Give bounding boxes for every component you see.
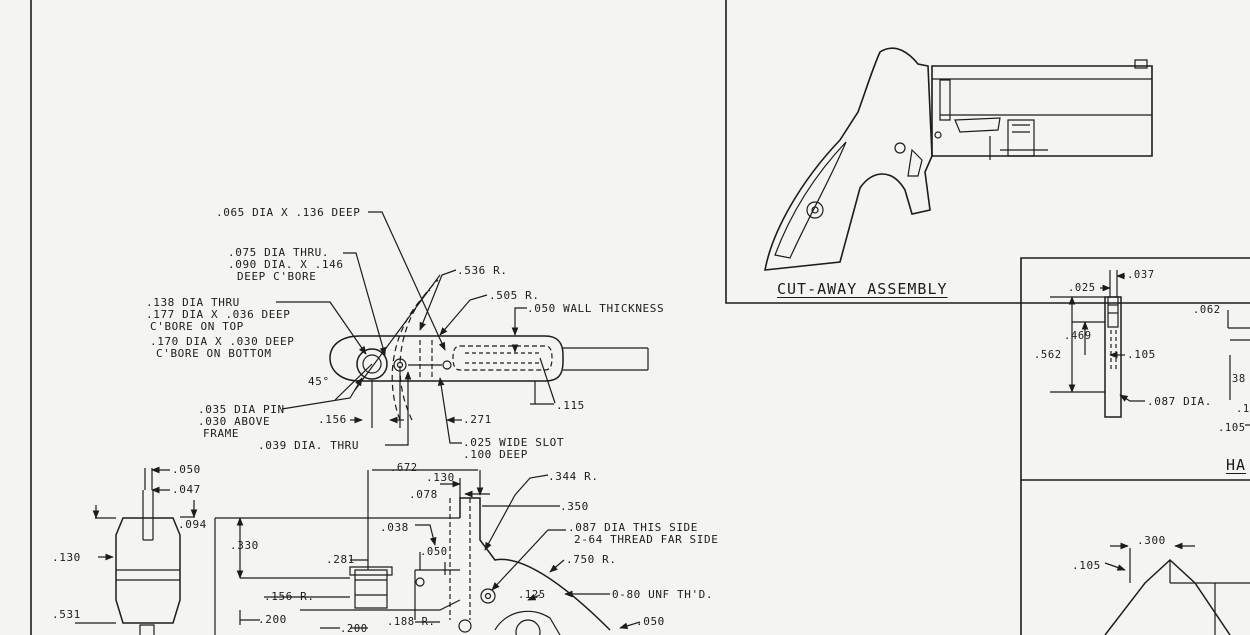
side-note-087-2: 2-64 THREAD FAR SIDE [574,533,719,546]
dim-271: .271 [463,413,492,426]
left-dim-050: .050 [172,463,201,476]
cutaway-pistol-drawing [765,48,1152,270]
note-pin-3: FRAME [203,427,240,440]
left-dim-047: .047 [172,483,201,496]
note-138-dia-2: .177 DIA x .036 DEEP [146,308,291,321]
note-slot-1: .025 WIDE SLOT [463,436,565,449]
side-dim-672: .672 [390,462,418,474]
side-dim-125: .125 [518,589,546,601]
note-039-dia: .039 DIA. THRU [258,439,360,452]
side-dim-050b: .050 [636,615,665,628]
side-dim-078: .078 [409,488,438,501]
hammer-dim-062: .062 [1193,304,1221,316]
side-radius-344: .344 R. [548,470,599,483]
note-138-dia-5: C'BORE ON BOTTOM [156,347,272,360]
left-dim-130: .130 [52,551,81,564]
note-slot-2: .100 DEEP [463,448,529,461]
dim-156: .156 [318,413,347,426]
hammer-frame [1021,258,1250,480]
br-dim-105: .105 [1072,559,1101,572]
frame-side-view [215,470,640,635]
note-536-radius: .536 R. [457,264,508,277]
hammer-view [1050,270,1250,425]
side-thread-080: 0-80 UNF TH'D. [612,588,714,601]
left-dim-094: .094 [178,518,207,531]
hammer-dia-087: .087 DIA. [1147,395,1213,408]
side-radius-156: .156 R. [264,590,315,603]
side-dim-200b: .200 [340,623,368,635]
hammer-dim-562: .562 [1034,349,1062,361]
note-075-dia-2: .090 DIA. x .146 [228,258,344,271]
cutaway-assembly-caption: CUT-AWAY ASSEMBLY [777,280,948,298]
side-dim-038: .038 [380,521,409,534]
bottom-right-view [1105,542,1250,635]
hammer-dim-105: .105 [1127,348,1156,361]
note-pin-2: .030 ABOVE [198,415,271,428]
side-dim-130: .130 [426,471,455,484]
note-wall-thickness: .050 WALL THICKNESS [527,302,665,315]
hammer-dim-105b: .105 [1218,422,1246,434]
left-dim-531: .531 [52,608,81,621]
hammer-dim-1: .1 [1236,403,1250,415]
note-505-radius: .505 R. [489,289,540,302]
dim-115: .115 [556,399,585,412]
note-065-dia: .065 DIA x .136 DEEP [216,206,361,219]
left-end-view [75,466,198,635]
note-075-dia-3: DEEP C'BORE [237,270,317,283]
hammer-dim-38: 38 [1232,373,1246,385]
note-138-dia-3: C'BORE ON TOP [150,320,244,333]
side-radius-188: .188 R. [387,616,436,628]
br-dim-300: .300 [1137,534,1166,547]
note-138-dia-4: .170 DIA x .030 DEEP [150,335,295,348]
cutaway-frame [726,0,1250,303]
side-dim-281: .281 [326,553,355,566]
hammer-dim-025: .025 [1068,282,1096,294]
note-pin-1: .035 DIA PIN [198,403,285,416]
note-075-dia-1: .075 DIA THRU. [228,246,330,259]
side-dim-050a: .050 [420,546,448,558]
side-dim-330: .330 [230,539,259,552]
side-note-087-1: .087 DIA THIS SIDE [568,521,699,534]
angle-45: 45° [308,375,330,388]
note-138-dia-1: .138 DIA THRU [146,296,240,309]
hammer-dim-469: .469 [1064,330,1092,342]
frame-top-view [330,275,648,420]
side-radius-750: .750 R. [566,553,617,566]
hammer-caption: HA [1226,456,1247,474]
hammer-dim-037: .037 [1127,269,1155,281]
side-dim-350: .350 [560,500,589,513]
side-dim-200a: .200 [258,613,287,626]
